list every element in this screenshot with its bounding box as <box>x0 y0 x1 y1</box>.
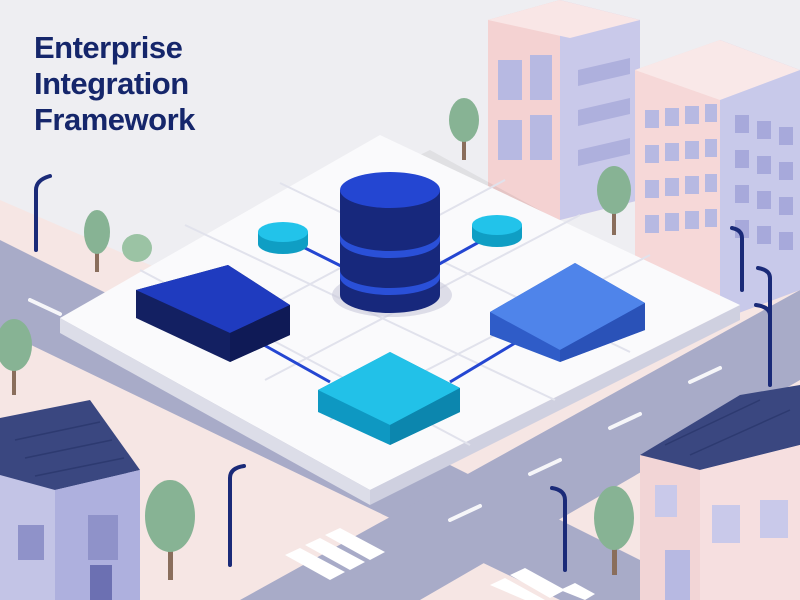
platform-module-icon <box>490 263 645 362</box>
tree-icon <box>594 486 634 575</box>
tree-icon <box>122 234 152 262</box>
tree-icon <box>84 210 110 272</box>
tree-icon <box>597 166 631 235</box>
building-icon <box>488 0 640 220</box>
street-lamp-icon <box>550 486 567 572</box>
house-icon <box>640 385 800 600</box>
tree-icon <box>449 98 479 160</box>
building-icon <box>635 40 800 320</box>
street-lamp-icon <box>754 266 772 387</box>
street-lamp-icon <box>730 226 744 292</box>
street-lamp-icon <box>34 174 52 252</box>
data-node-icon <box>472 215 522 247</box>
tree-icon <box>0 319 32 395</box>
data-node-icon <box>258 222 308 254</box>
crosswalk-icon <box>285 528 595 600</box>
page-title: Enterprise Integration Framework <box>34 30 195 138</box>
platform-module-icon <box>318 352 460 445</box>
title-line-2: Integration <box>34 66 189 101</box>
database-cylinder-icon <box>332 172 452 317</box>
street-lamp-icon <box>228 464 246 567</box>
house-icon <box>0 400 140 600</box>
title-line-1: Enterprise <box>34 30 183 65</box>
title-line-3: Framework <box>34 102 195 137</box>
tree-icon <box>145 480 195 580</box>
platform-module-icon <box>136 265 290 362</box>
cross-road <box>240 290 800 600</box>
